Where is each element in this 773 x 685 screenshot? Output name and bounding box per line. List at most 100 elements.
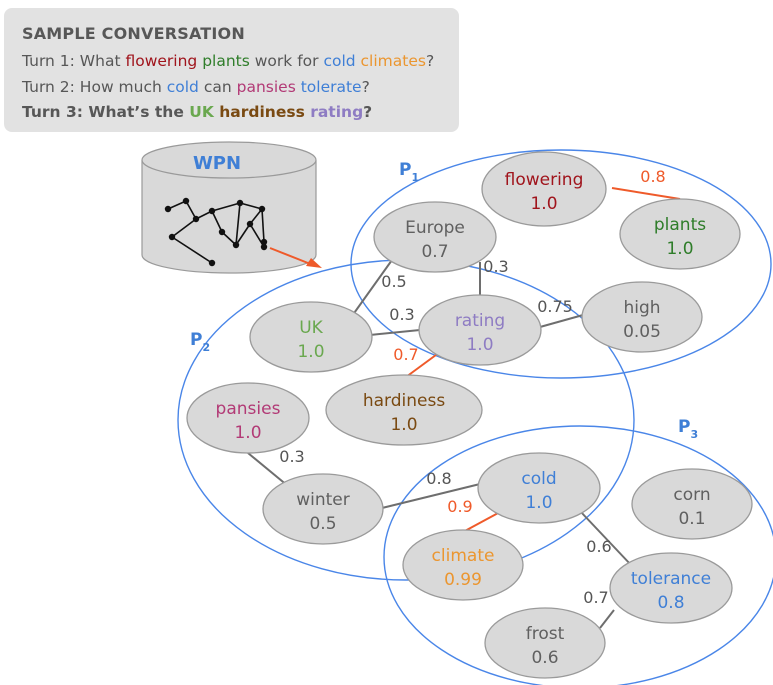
node-climate: climate 0.99 xyxy=(402,529,524,601)
node-hardiness-value: 1.0 xyxy=(390,415,417,435)
database-label: WPN xyxy=(193,153,241,174)
network-dot xyxy=(260,243,268,251)
edge-weight-label: 0.3 xyxy=(483,257,508,276)
node-plants-shape xyxy=(619,198,741,270)
network-link xyxy=(171,218,197,238)
node-pansies-value: 1.0 xyxy=(234,423,261,443)
network-dot xyxy=(192,215,200,223)
keyword: cold xyxy=(323,52,356,70)
network-link xyxy=(235,202,241,246)
node-high-label: high xyxy=(623,298,660,318)
network-graph-icon xyxy=(164,197,268,267)
network-link xyxy=(239,202,263,210)
arrow-shaft xyxy=(269,247,314,266)
turn-text-segment: ? xyxy=(361,77,370,96)
node-plants-label: plants xyxy=(654,215,706,235)
node-frost-value: 0.6 xyxy=(531,648,558,668)
edge-weight-label: 0.3 xyxy=(279,447,304,466)
edge-frost-tolerance xyxy=(599,609,615,629)
edge-uk-rating xyxy=(369,329,421,336)
network-dot xyxy=(208,207,216,215)
node-plants-value: 1.0 xyxy=(666,239,693,259)
node-corn-value: 0.1 xyxy=(678,509,705,529)
node-climate-label: climate xyxy=(432,546,495,566)
node-rating-value: 1.0 xyxy=(466,335,493,355)
turn-1-text: Turn 1: What flowering plants work for c… xyxy=(22,49,443,75)
edge-pansies-winter xyxy=(247,452,289,487)
edge-weight-label: 0.5 xyxy=(381,272,406,291)
node-europe-label: Europe xyxy=(405,218,465,238)
node-cold-value: 1.0 xyxy=(525,493,552,513)
keyword: UK xyxy=(189,103,214,121)
node-europe-shape xyxy=(373,201,497,273)
node-tolerance-shape xyxy=(609,552,733,624)
node-winter-shape xyxy=(262,473,384,545)
keyword: tolerate xyxy=(300,77,362,96)
keyword: cold xyxy=(166,77,199,96)
network-link xyxy=(261,208,265,243)
node-uk-shape xyxy=(249,301,373,373)
node-flowering-label: flowering xyxy=(505,170,584,190)
node-plants: plants 1.0 xyxy=(619,198,741,270)
sample-conversation-box: SAMPLE CONVERSATION Turn 1: What floweri… xyxy=(4,8,459,132)
node-flowering-shape xyxy=(481,151,607,227)
nodes-layer: flowering1.0plants1.0Europe0.7high0.05UK… xyxy=(186,151,753,679)
node-climate-shape xyxy=(402,529,524,601)
node-rating-shape xyxy=(418,294,542,366)
node-tolerance-label: tolerance xyxy=(631,569,711,589)
conversation-title: SAMPLE CONVERSATION xyxy=(22,24,245,43)
network-link xyxy=(235,223,251,246)
node-pansies-shape xyxy=(186,382,310,454)
partition-p3-outline xyxy=(383,425,773,685)
network-link xyxy=(249,208,263,225)
turn-text-segment: Turn 1: What xyxy=(22,52,126,70)
turn-text-segment: work for xyxy=(249,52,324,70)
network-link xyxy=(185,200,197,220)
node-corn-label: corn xyxy=(673,485,710,505)
node-rating-label: rating xyxy=(455,311,505,331)
edge-weight-label: 0.7 xyxy=(393,345,418,364)
node-corn: corn 0.1 xyxy=(631,468,753,540)
partition-p3-label: P3 xyxy=(678,417,698,441)
network-dot xyxy=(258,205,266,213)
edge-europe-uk xyxy=(351,259,393,317)
keyword: pansies xyxy=(236,77,296,96)
turn-3-text: Turn 3: What’s the UK hardiness rating? xyxy=(22,100,443,126)
node-hardiness: hardiness 1.0 xyxy=(325,374,483,446)
edge-weight-label: 0.6 xyxy=(586,537,611,556)
partition-p2-label: P2 xyxy=(190,330,210,354)
node-climate-value: 0.99 xyxy=(444,570,482,590)
edge-weight-label: 0.7 xyxy=(583,588,608,607)
node-frost-label: frost xyxy=(526,624,565,644)
node-corn-shape xyxy=(631,468,753,540)
node-flowering: flowering 1.0 xyxy=(481,151,607,227)
node-hardiness-label: hardiness xyxy=(363,391,445,411)
network-dot xyxy=(182,197,190,205)
edge-weight-label: 0.9 xyxy=(447,497,472,516)
node-high-value: 0.05 xyxy=(623,322,661,342)
network-link xyxy=(171,236,213,264)
network-dot xyxy=(232,241,240,249)
partition-subscript: 2 xyxy=(202,341,210,354)
node-frost: frost 0.6 xyxy=(484,607,606,679)
node-cold-shape xyxy=(477,452,601,524)
keyword: climates xyxy=(360,52,426,70)
node-winter-value: 0.5 xyxy=(309,514,336,534)
wpn-database-icon: WPN xyxy=(141,141,322,274)
keyword: plants xyxy=(202,52,250,70)
node-pansies: pansies 1.0 xyxy=(186,382,310,454)
network-dot xyxy=(246,220,254,228)
node-flowering-value: 1.0 xyxy=(530,194,557,214)
node-high: high 0.05 xyxy=(581,281,703,353)
database-top xyxy=(141,141,317,179)
edge-weight-label: 0.8 xyxy=(640,167,665,186)
network-link xyxy=(167,200,187,210)
node-winter-label: winter xyxy=(296,490,350,510)
node-pansies-label: pansies xyxy=(216,399,281,419)
node-cold-label: cold xyxy=(521,469,556,489)
network-dot xyxy=(208,259,216,267)
node-hardiness-shape xyxy=(325,374,483,446)
node-tolerance-value: 0.8 xyxy=(657,593,684,613)
turn-text-segment: Turn 3: What’s the xyxy=(22,103,190,121)
